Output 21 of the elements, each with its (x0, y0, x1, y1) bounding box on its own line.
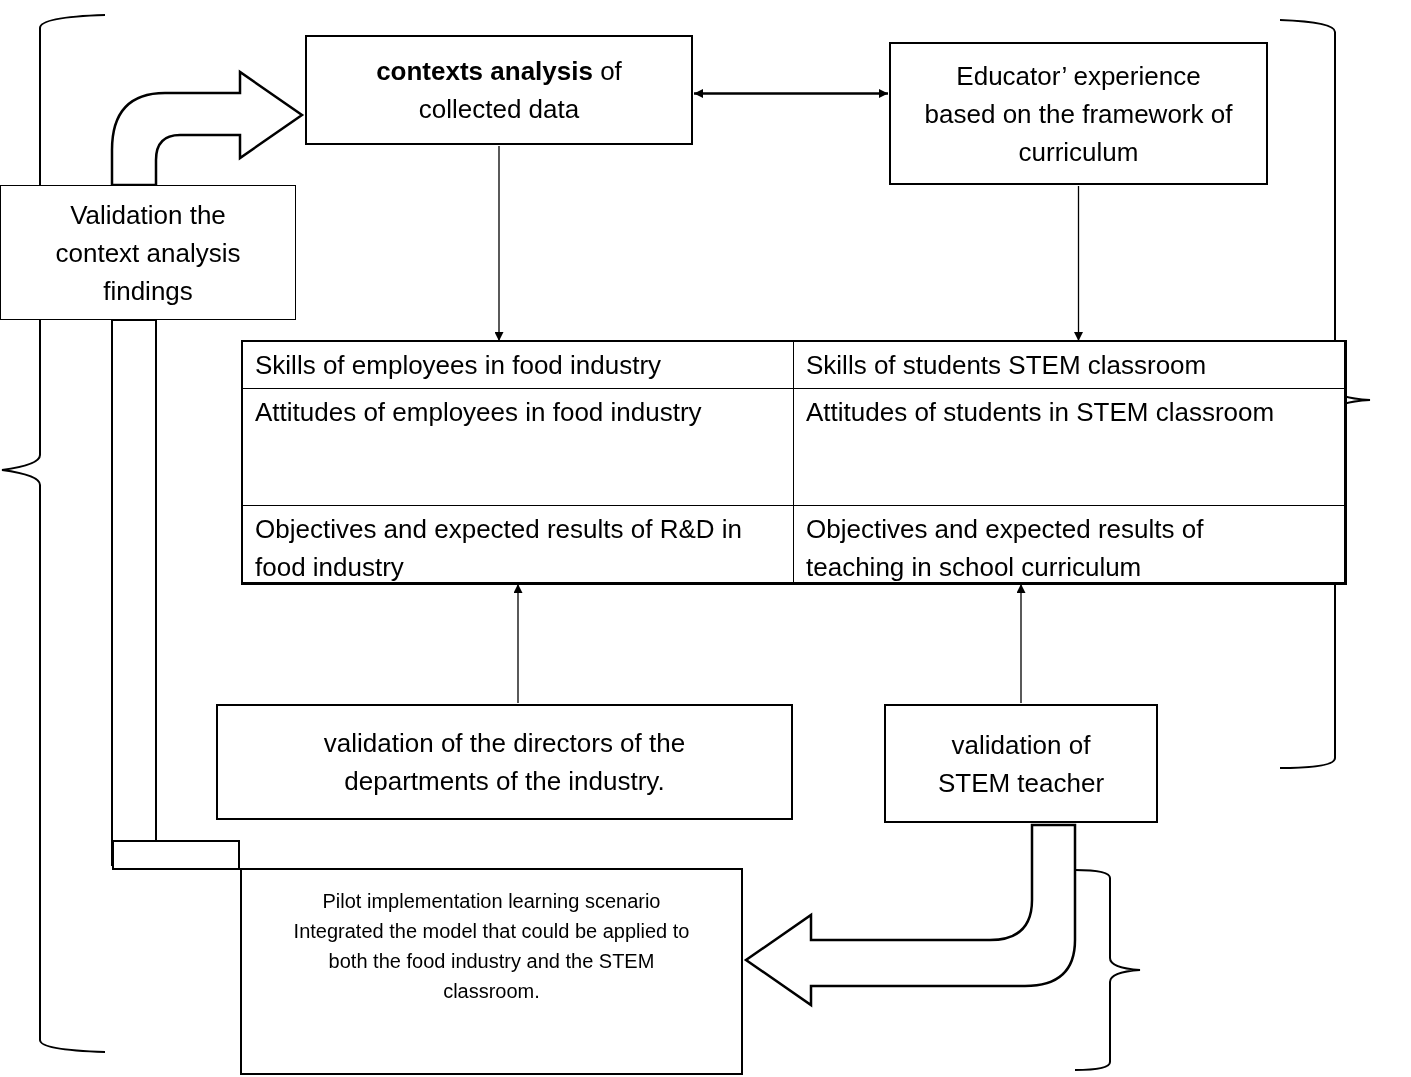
process-box: contexts analysis of collected data (305, 35, 693, 145)
table-cell: Objectives and expected results of R&D in food industry (243, 506, 794, 583)
process-box: Pilot implementation learning scenario Integrated the model that could be applied to both the food industry and the STEM classroom. (240, 868, 743, 1075)
arrow (694, 89, 888, 98)
table-grid (241, 340, 1347, 585)
process-box: Validation the context analysis findings (0, 185, 296, 320)
table-cell: Attitudes of students in STEM classroom (794, 389, 1345, 506)
block-arrow (744, 823, 1077, 1007)
arrow (513, 583, 523, 704)
arrow (1016, 583, 1026, 704)
table-cell: Skills of employees in food industry (243, 342, 794, 389)
arrow (1074, 185, 1083, 342)
process-box: validation of STEM teacher (884, 704, 1158, 823)
table-cell: Objectives and expected results of teaching in school curriculum (794, 506, 1345, 583)
connector-tab (112, 840, 240, 870)
arrow (494, 145, 504, 342)
block-arrow (110, 70, 304, 187)
table-cell: Attitudes of employees in food industry (243, 389, 794, 506)
process-box: Educator’ experience based on the framework of curriculum (889, 42, 1268, 185)
table-cell: Skills of students STEM classroom (794, 342, 1345, 389)
process-box: validation of the directors of the departments of the industry. (216, 704, 793, 820)
